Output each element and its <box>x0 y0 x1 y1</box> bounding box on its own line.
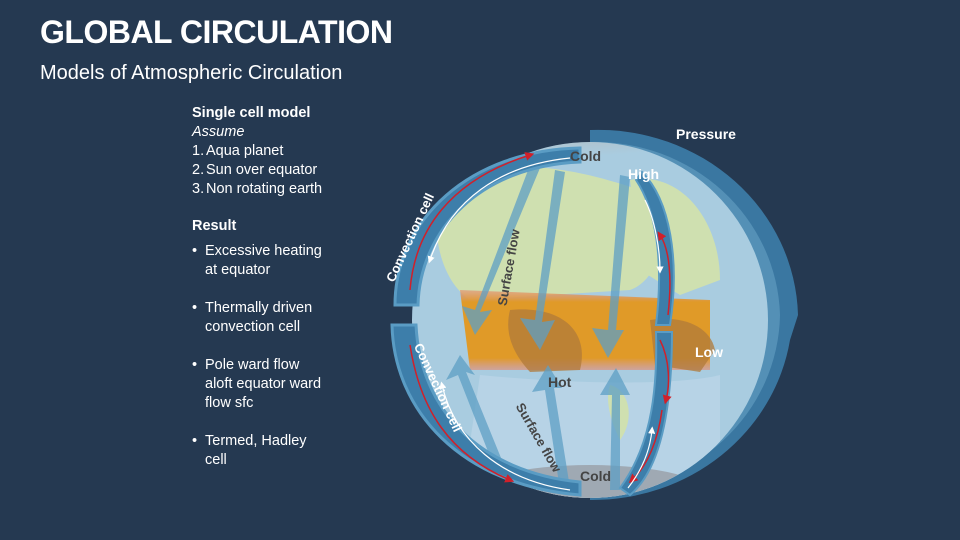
convection-cell-top <box>393 146 582 307</box>
result-heading: Result <box>192 218 237 234</box>
cold-bottom-label: Cold <box>580 468 612 484</box>
model-heading: Single cell model <box>192 105 311 121</box>
globe-illustration <box>390 129 798 501</box>
assumption-item: 2.Sun over equator <box>192 162 318 178</box>
slide-title: GLOBAL CIRCULATION <box>40 14 393 50</box>
surface-flow-arrows <box>446 165 630 490</box>
assumption-item: 1.Aqua planet <box>192 143 284 159</box>
low-pressure-label: Low <box>695 344 723 360</box>
text-panel: Single cell model Assume 1.Aqua planet 2… <box>192 104 372 489</box>
slide-subtitle: Models of Atmospheric Circulation <box>40 62 343 84</box>
assumption-list: 1.Aqua planet 2.Sun over equator 3.Non r… <box>192 142 372 199</box>
high-pressure-label: High <box>628 166 660 182</box>
earth <box>412 142 768 498</box>
globe-diagram: Pressure High Low Cold Cold Hot Convecti… <box>380 110 820 510</box>
pressure-label: Pressure <box>676 126 736 142</box>
assumption-item: 3.Non rotating earth <box>192 181 323 197</box>
cold-top-label: Cold <box>570 148 602 164</box>
hot-label: Hot <box>548 374 572 390</box>
assume-label: Assume <box>192 124 245 140</box>
